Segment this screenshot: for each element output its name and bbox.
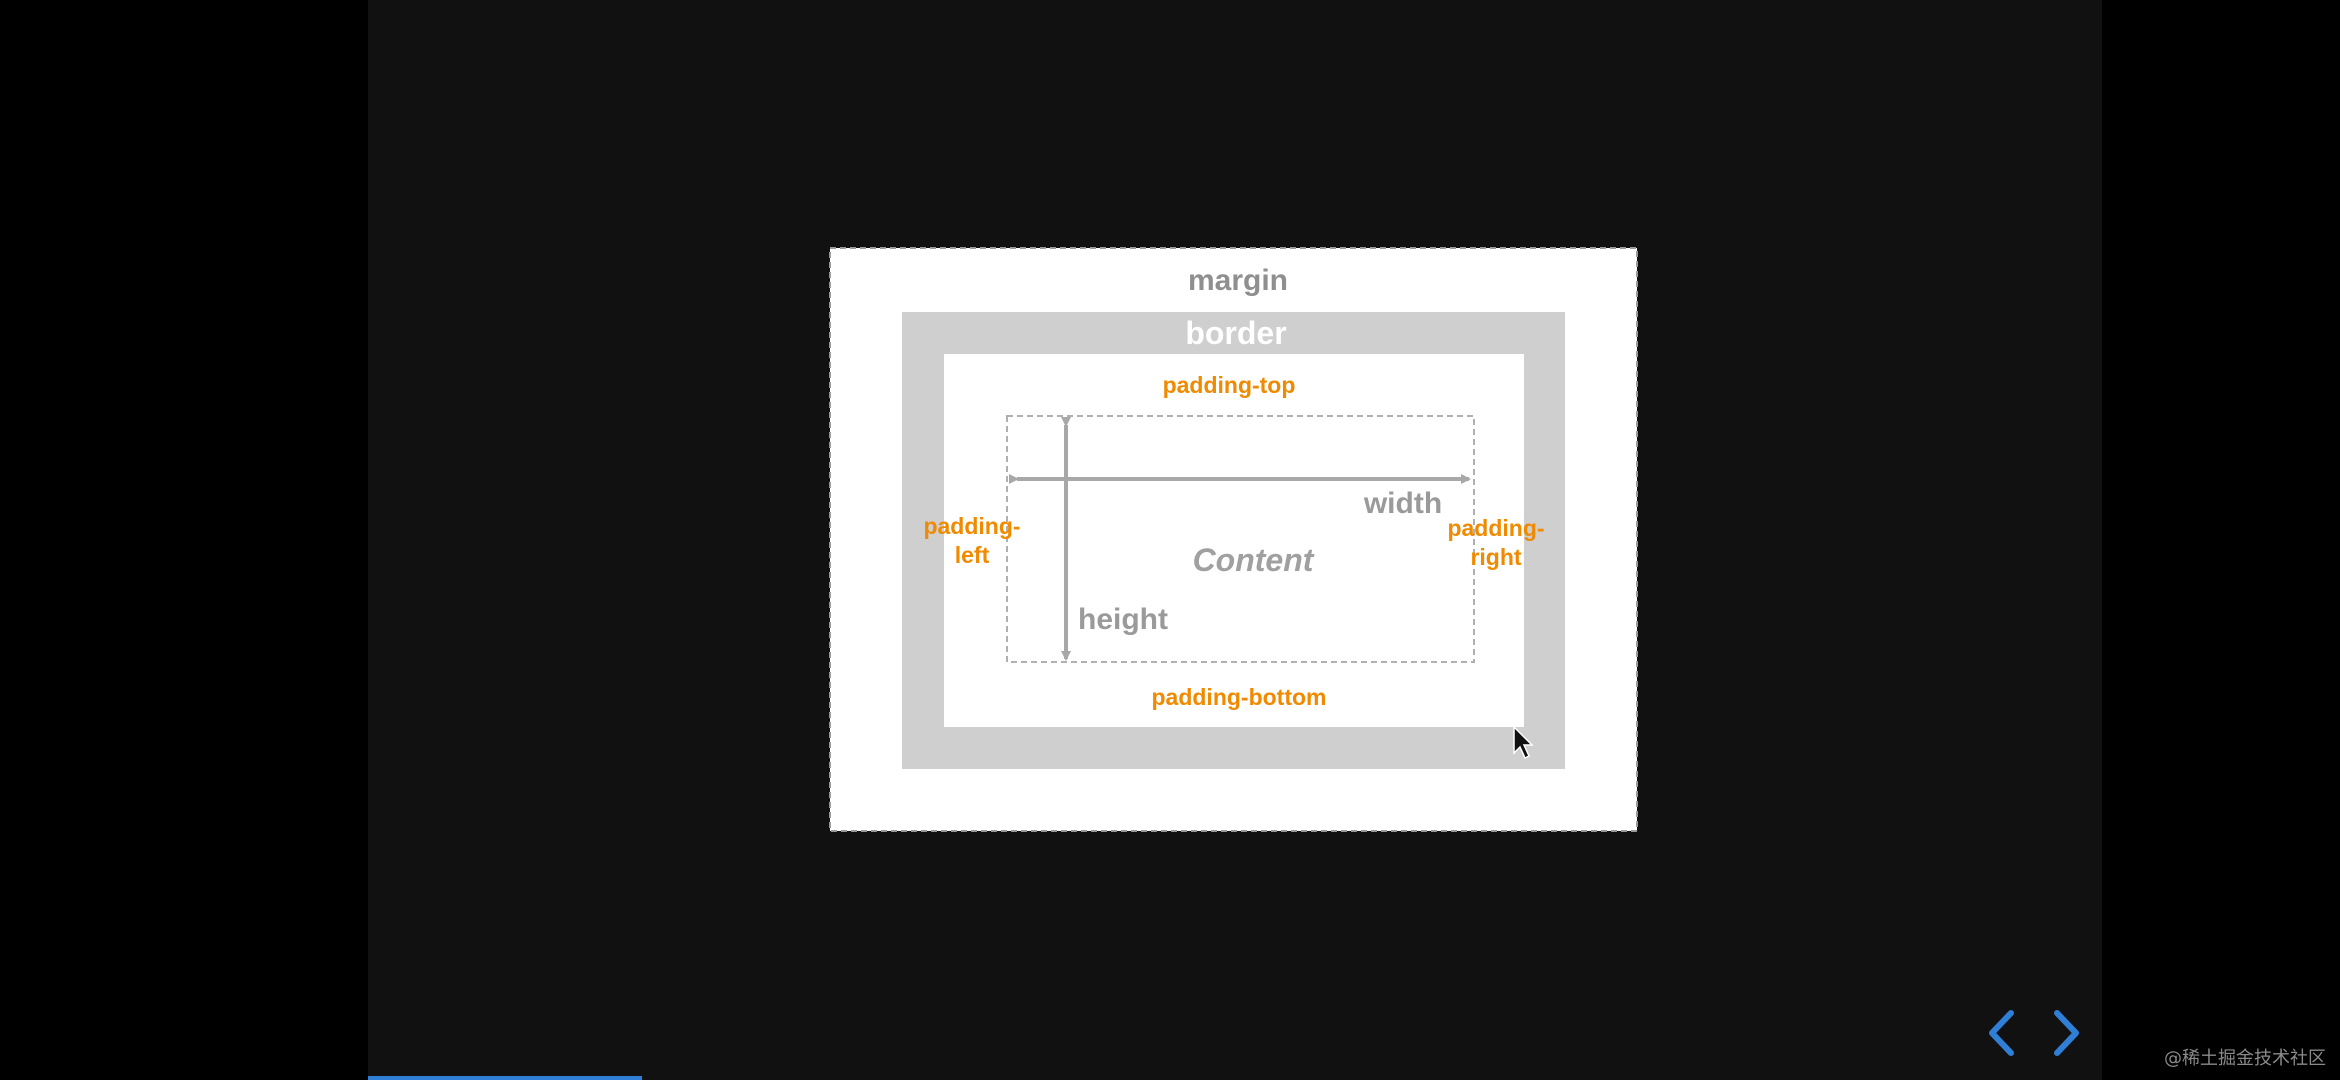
- padding-right-label-line1: padding-: [1447, 515, 1544, 541]
- slide-progress-fill: [368, 1076, 642, 1080]
- margin-label: margin: [1188, 264, 1288, 297]
- border-label: border: [1185, 315, 1286, 351]
- padding-right-label-line2: right: [1470, 544, 1521, 570]
- padding-left-label-line2: left: [955, 542, 990, 568]
- height-label: height: [1078, 603, 1168, 636]
- next-slide-button[interactable]: [2040, 1005, 2090, 1061]
- padding-bottom-label: padding-bottom: [1151, 684, 1326, 710]
- mouse-cursor-icon: [1513, 725, 1534, 760]
- chevron-right-icon: [2054, 1010, 2079, 1056]
- slide-progress-bar[interactable]: [368, 1076, 2102, 1080]
- chevron-left-icon: [1989, 1010, 2014, 1056]
- box-model-svg: margin border padding-top padding- left …: [829, 247, 1638, 832]
- padding-left-label-line1: padding-: [923, 513, 1020, 539]
- padding-area: [944, 354, 1524, 727]
- previous-slide-button[interactable]: [1978, 1005, 2028, 1061]
- width-label: width: [1363, 487, 1442, 520]
- watermark: @稀土掘金技术社区: [2164, 1048, 2326, 1069]
- content-label: Content: [1193, 542, 1315, 578]
- box-model-diagram: margin border padding-top padding- left …: [829, 247, 1638, 832]
- content-area: [1006, 415, 1475, 663]
- padding-top-label: padding-top: [1163, 372, 1296, 398]
